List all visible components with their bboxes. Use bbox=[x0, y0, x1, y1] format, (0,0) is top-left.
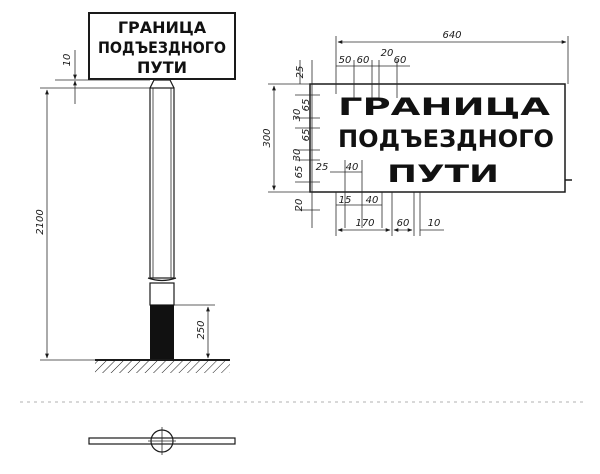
dim-sign-height: 300 bbox=[262, 128, 273, 147]
small-sign-plate bbox=[88, 12, 236, 80]
dim-left-65b: 65 bbox=[301, 129, 312, 142]
dim-bottom-170: 170 bbox=[355, 218, 374, 229]
dim-left-65c: 65 bbox=[294, 166, 305, 179]
dim-inner-25: 25 bbox=[316, 162, 329, 173]
small-sign-line2: ПОДЪЕЗДНОГО bbox=[98, 38, 226, 57]
post-top-cap bbox=[149, 79, 175, 89]
plan-view bbox=[88, 427, 236, 455]
large-sign-line1: ГРАНИЦА bbox=[338, 93, 551, 121]
dim-top-50: 50 bbox=[339, 55, 352, 66]
dim-sign-width: 640 bbox=[442, 30, 461, 41]
dim-gap: 10 bbox=[62, 54, 73, 67]
dim-top-20: 20 bbox=[381, 48, 394, 59]
dim-left-65a: 65 bbox=[301, 99, 312, 112]
large-sign-line2: ПОДЪЕЗДНОГО bbox=[338, 125, 554, 153]
dim-bottom-10: 10 bbox=[428, 218, 441, 229]
dim-base-depth: 250 bbox=[196, 320, 207, 339]
sign-detail: ГРАНИЦА ПОДЪЕЗДНОГО ПУТИ 640 50 60 20 60… bbox=[262, 30, 572, 236]
dim-left-30b: 30 bbox=[292, 149, 303, 162]
dim-left-30a: 30 bbox=[292, 109, 303, 122]
large-sign-plate bbox=[309, 83, 566, 193]
post-base-painted bbox=[150, 305, 174, 360]
post-elevation: ГРАНИЦА ПОДЪЕЗДНОГО ПУТИ 10 2100 250 bbox=[35, 12, 236, 373]
ground-hatch bbox=[95, 361, 230, 373]
post-upper bbox=[149, 87, 175, 279]
dim-top-60a: 60 bbox=[357, 55, 370, 66]
large-sign-line3: ПУТИ bbox=[387, 160, 499, 188]
dim-left-20: 20 bbox=[294, 199, 305, 212]
dim-top-60b: 60 bbox=[394, 55, 407, 66]
dim-inner-40b: 40 bbox=[366, 195, 379, 206]
dim-inner-40a: 40 bbox=[346, 162, 359, 173]
dim-left-25: 25 bbox=[295, 66, 306, 79]
small-sign-line3: ПУТИ bbox=[137, 58, 187, 77]
dim-inner-15: 15 bbox=[339, 195, 352, 206]
post-lower bbox=[149, 282, 175, 306]
dim-bottom-60: 60 bbox=[397, 218, 410, 229]
dim-post-height: 2100 bbox=[35, 209, 46, 234]
post-joint bbox=[147, 277, 177, 282]
small-sign-line1: ГРАНИЦА bbox=[118, 18, 207, 37]
